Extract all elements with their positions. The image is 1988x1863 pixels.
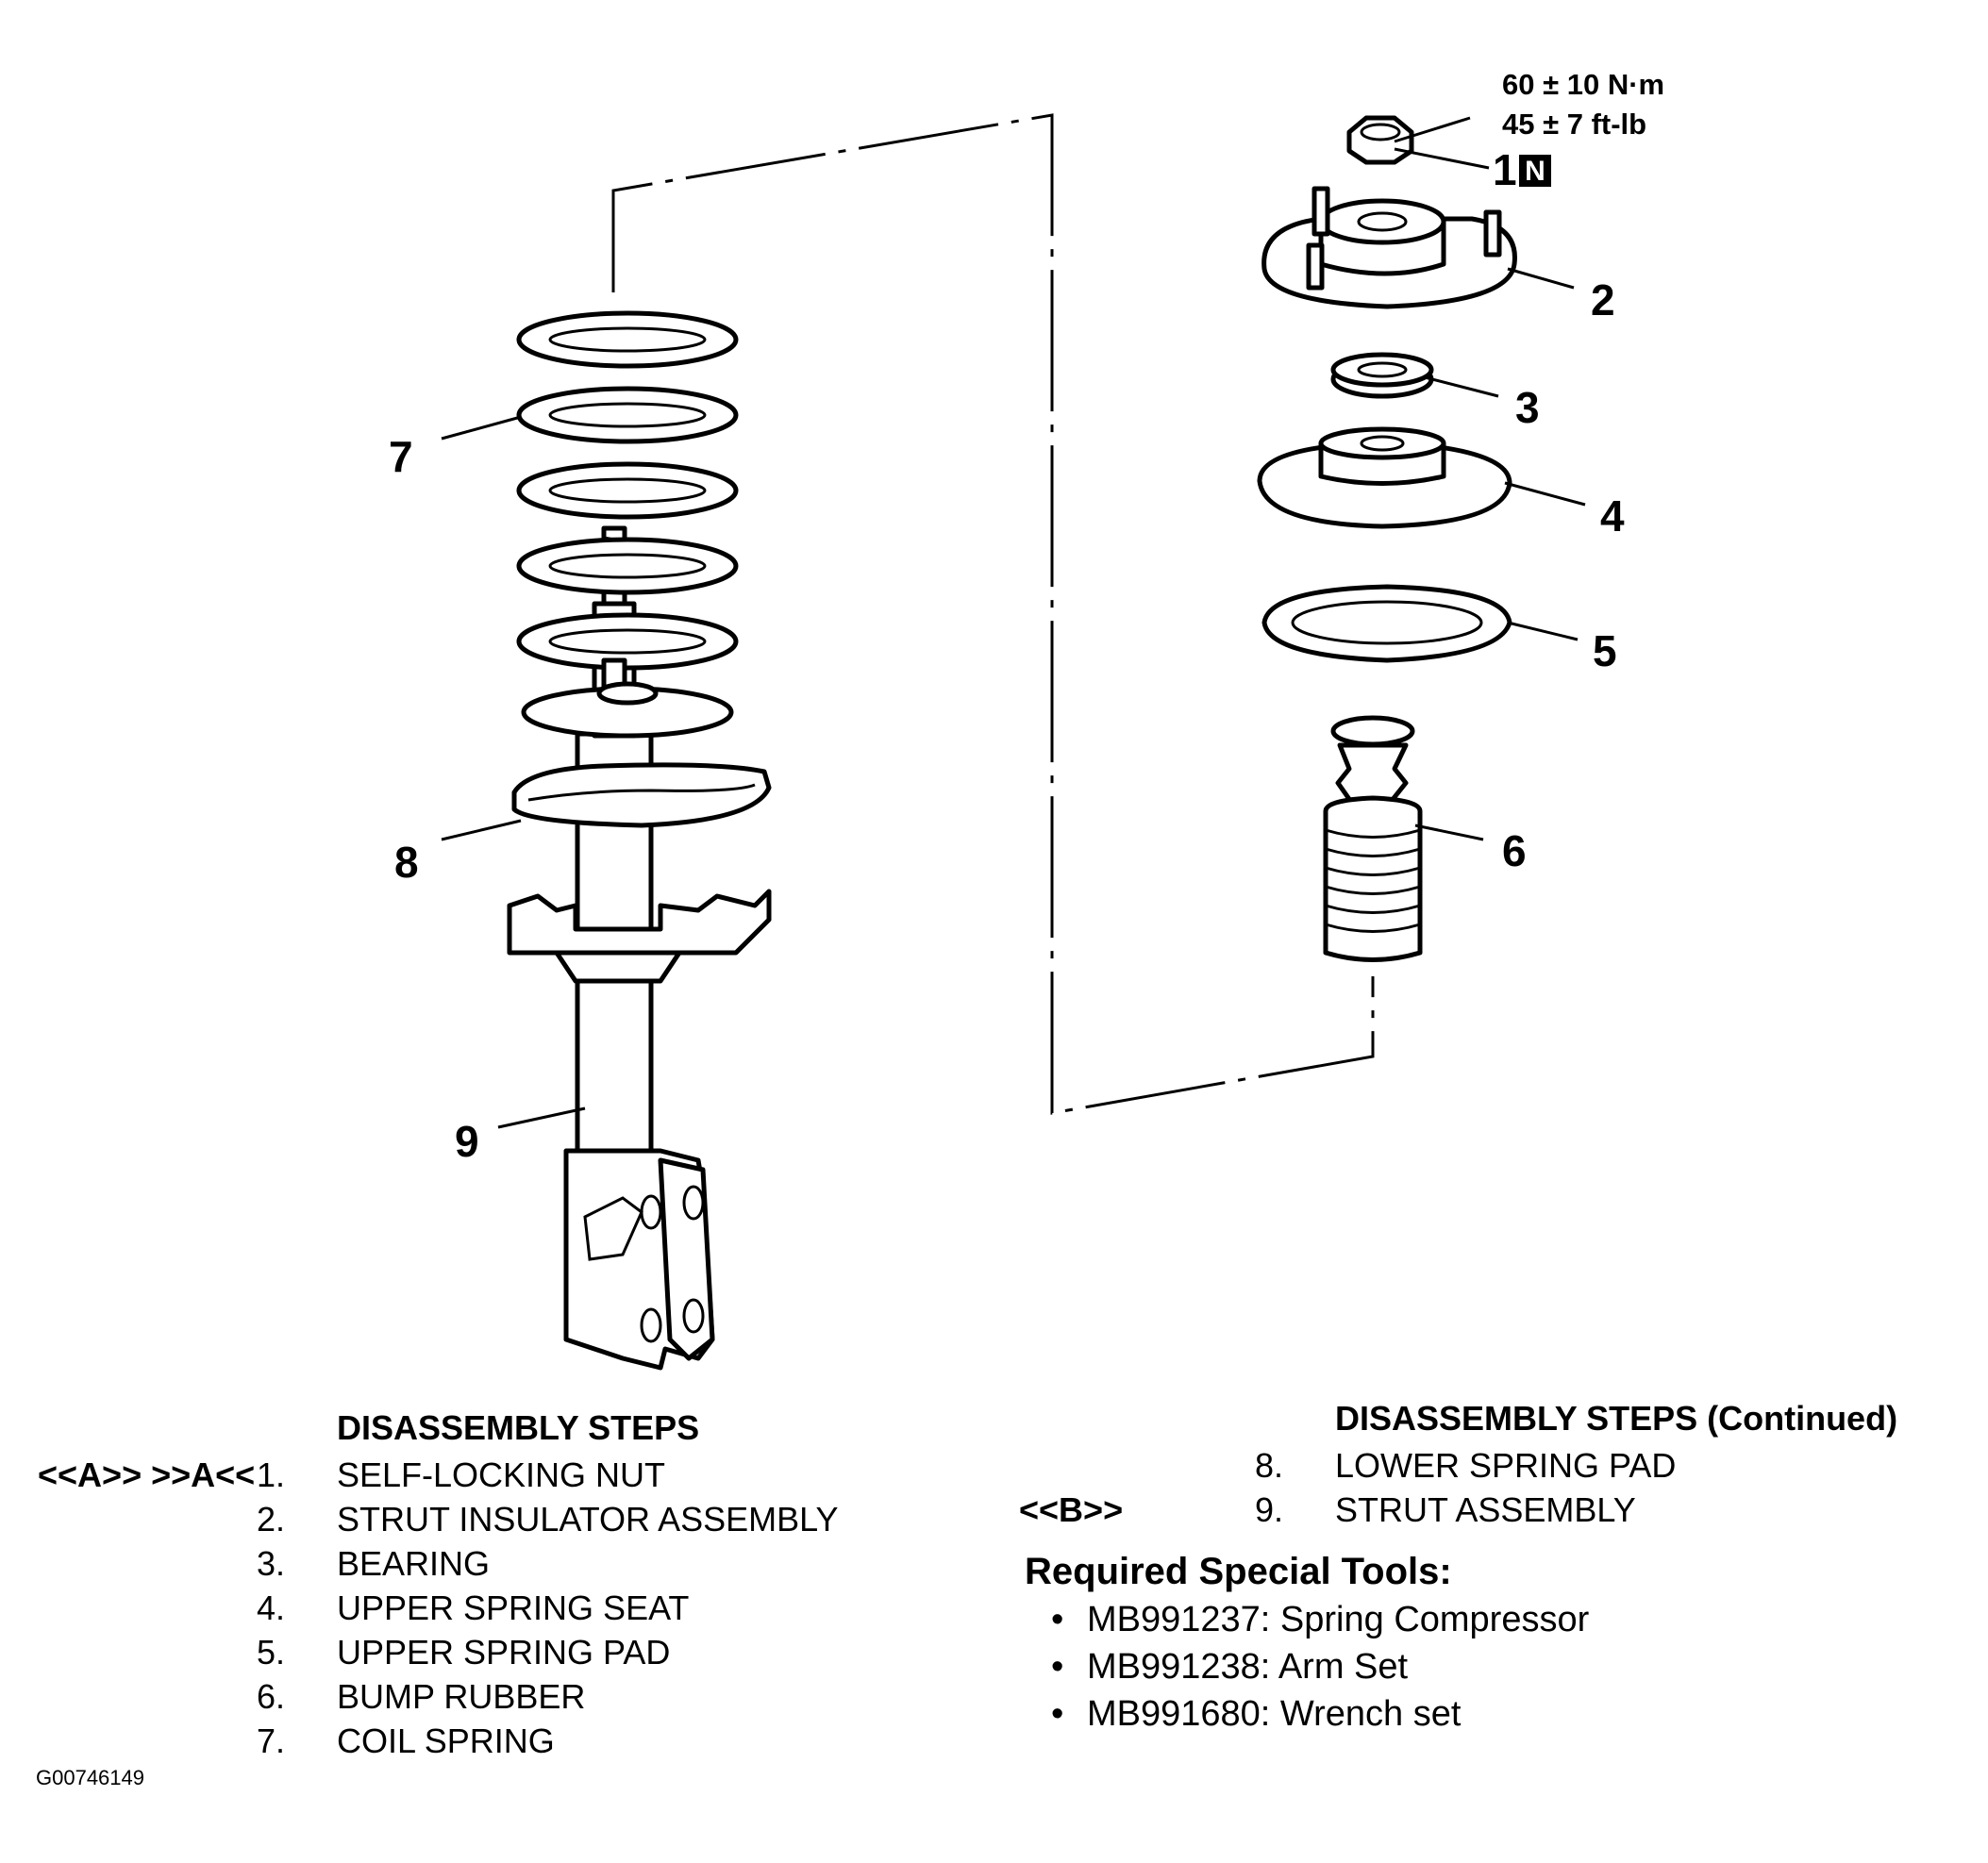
disassembly-steps-continued-heading: DISASSEMBLY STEPS (Continued) bbox=[1335, 1399, 1898, 1438]
bullet-icon: • bbox=[1051, 1694, 1064, 1734]
step-text: SELF-LOCKING NUT bbox=[337, 1455, 666, 1494]
exploded-strut-diagram: 60 ± 10 N·m 45 ± 7 ft-lb 1 N 2 3 4 5 6 7… bbox=[389, 68, 1664, 1371]
callout-8: 8 bbox=[394, 838, 419, 887]
step-text: STRUT ASSEMBLY bbox=[1335, 1490, 1636, 1529]
callout-4: 4 bbox=[1600, 491, 1625, 541]
step-number: 5. bbox=[257, 1633, 286, 1672]
step-row: 5. UPPER SPRING PAD bbox=[0, 1630, 944, 1674]
step-number: 6. bbox=[257, 1677, 286, 1716]
special-tools-list: • MB991237: Spring Compressor • MB991238… bbox=[1025, 1596, 1874, 1738]
list-item: • MB991680: Wrench set bbox=[1051, 1690, 1874, 1738]
step-row: 4. UPPER SPRING SEAT bbox=[0, 1586, 944, 1630]
assembly-frame-lines bbox=[611, 113, 1375, 1115]
step-number: 8. bbox=[1255, 1446, 1284, 1485]
step-row: 8. LOWER SPRING PAD bbox=[1019, 1443, 1963, 1488]
leader-lines bbox=[441, 116, 1586, 1129]
callout-6: 6 bbox=[1502, 826, 1527, 875]
list-item: • MB991237: Spring Compressor bbox=[1051, 1596, 1874, 1643]
required-special-tools: Required Special Tools: • MB991237: Spri… bbox=[1025, 1547, 1874, 1738]
callout-2: 2 bbox=[1591, 275, 1615, 324]
step-number: 1. bbox=[257, 1455, 286, 1494]
bullet-icon: • bbox=[1051, 1647, 1064, 1687]
torque-imperial: 45 ± 7 ft-lb bbox=[1502, 108, 1646, 141]
tool-text: MB991680: Wrench set bbox=[1087, 1694, 1462, 1734]
replace-part-badge-label: N bbox=[1525, 156, 1545, 187]
strut-assembly-drawing bbox=[507, 310, 772, 1371]
step-row: 2. STRUT INSULATOR ASSEMBLY bbox=[0, 1497, 944, 1541]
step-service-code: <<B>> bbox=[1019, 1490, 1124, 1529]
step-number: 4. bbox=[257, 1589, 286, 1627]
step-text: COIL SPRING bbox=[337, 1722, 555, 1760]
step-text: UPPER SPRING PAD bbox=[337, 1633, 671, 1672]
callout-1: 1 bbox=[1493, 145, 1517, 194]
tool-text: MB991237: Spring Compressor bbox=[1087, 1600, 1590, 1639]
step-number: 2. bbox=[257, 1500, 286, 1539]
step-text: BEARING bbox=[337, 1544, 491, 1583]
step-text: LOWER SPRING PAD bbox=[1335, 1446, 1677, 1485]
step-text: STRUT INSULATOR ASSEMBLY bbox=[337, 1500, 839, 1539]
step-row: 7. COIL SPRING bbox=[0, 1719, 944, 1763]
callout-5: 5 bbox=[1593, 626, 1617, 675]
list-item: • MB991238: Arm Set bbox=[1051, 1643, 1874, 1690]
disassembly-steps-heading: DISASSEMBLY STEPS bbox=[337, 1408, 700, 1447]
step-text: UPPER SPRING SEAT bbox=[337, 1589, 690, 1627]
disassembly-steps-list: <<A>> >>A<< 1. SELF-LOCKING NUT 2. STRUT… bbox=[0, 1453, 944, 1763]
step-number: 9. bbox=[1255, 1490, 1284, 1529]
torque-metric: 60 ± 10 N·m bbox=[1502, 68, 1664, 101]
tool-text: MB991238: Arm Set bbox=[1087, 1647, 1409, 1687]
callout-9: 9 bbox=[455, 1117, 479, 1166]
upper-mount-parts-drawing bbox=[1257, 115, 1517, 962]
step-number: 3. bbox=[257, 1544, 286, 1583]
step-number: 7. bbox=[257, 1722, 286, 1760]
step-row: 3. BEARING bbox=[0, 1541, 944, 1586]
step-service-code: <<A>> >>A<< bbox=[38, 1455, 256, 1494]
step-row: <<B>> 9. STRUT ASSEMBLY bbox=[1019, 1488, 1963, 1532]
special-tools-title: Required Special Tools: bbox=[1025, 1551, 1452, 1592]
bullet-icon: • bbox=[1051, 1600, 1064, 1639]
disassembly-steps-continued-list: 8. LOWER SPRING PAD <<B>> 9. STRUT ASSEM… bbox=[1019, 1443, 1963, 1532]
step-row: <<A>> >>A<< 1. SELF-LOCKING NUT bbox=[0, 1453, 944, 1497]
replace-part-badge: N bbox=[1519, 155, 1551, 187]
figure-id: G00746149 bbox=[36, 1766, 144, 1789]
callout-7: 7 bbox=[389, 432, 413, 481]
step-row: 6. BUMP RUBBER bbox=[0, 1674, 944, 1719]
step-text: BUMP RUBBER bbox=[337, 1677, 586, 1716]
callout-3: 3 bbox=[1515, 383, 1540, 432]
